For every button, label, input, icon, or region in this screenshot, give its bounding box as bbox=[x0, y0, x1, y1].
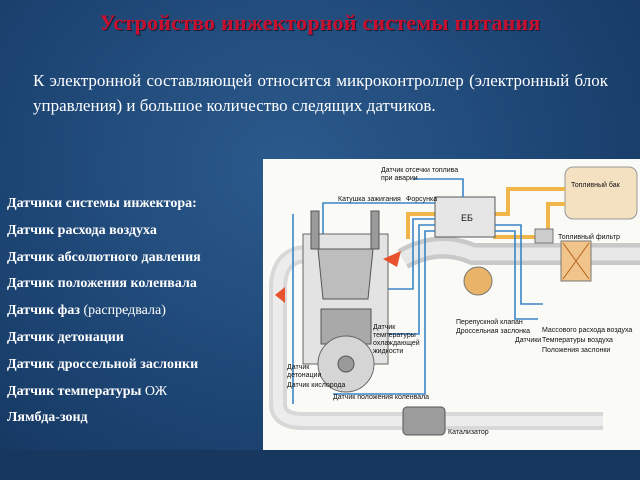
fuel-filter bbox=[534, 228, 554, 244]
sensor-list: Датчики системы инжектора: Датчик расход… bbox=[7, 191, 265, 432]
injector-spray bbox=[383, 251, 401, 267]
intro-paragraph: К электронной составляющей относится мик… bbox=[33, 71, 608, 115]
coolant-temp-label-2: температуры bbox=[373, 332, 416, 339]
air-sensor-label-1: Массового расхода воздуха bbox=[542, 327, 632, 334]
sensors-word-label: Датчики bbox=[515, 337, 541, 344]
oxygen-sensor-label: Датчик кислорода bbox=[287, 382, 345, 389]
throttle-body bbox=[463, 266, 493, 296]
sensor-item-air-flow: Датчик расхода воздуха bbox=[7, 222, 157, 238]
coolant-temp-label-1: Датчик bbox=[373, 324, 396, 331]
fuel-cutoff-label-1: Датчик отсечки топлива bbox=[381, 167, 458, 174]
sensor-item-throttle: Датчик дроссельной заслонки bbox=[7, 356, 199, 372]
ecu-label: ЕБ bbox=[461, 213, 473, 223]
fuel-tank bbox=[564, 166, 638, 220]
catalyst-label: Катализатор bbox=[448, 429, 489, 436]
sensor-item-lambda: Лямбда-зонд bbox=[7, 410, 88, 426]
catalyst bbox=[402, 406, 446, 436]
fuel-line bbox=[488, 187, 565, 216]
sensor-item-phase: Датчик фаз (распредвала) bbox=[7, 303, 166, 319]
coolant-temp-label-3: охлаждающей bbox=[373, 339, 420, 347]
sensor-list-header: Датчики системы инжектора: bbox=[7, 196, 197, 211]
injector-label: Форсунка bbox=[406, 196, 437, 203]
bottom-band bbox=[0, 450, 640, 480]
ecu-block bbox=[434, 196, 496, 238]
fuel-filter-label: Топливный фильтр bbox=[558, 233, 620, 241]
ignition-coil-label: Катушка зажигания bbox=[338, 196, 401, 203]
exhaust-arrow bbox=[275, 287, 285, 303]
fuel-tank-label: Топливный бак bbox=[571, 181, 621, 189]
sensor-item-crankshaft: Датчик положения коленвала bbox=[7, 276, 197, 292]
sensor-item-coolant-temp: Датчик температуры ОЖ bbox=[7, 383, 168, 399]
sensor-wires bbox=[292, 178, 543, 404]
sensor-item-knock: Датчик детонации bbox=[7, 329, 124, 345]
air-sensor-label-2: Температуры воздуха bbox=[542, 337, 613, 344]
bypass-valve-label: Перепускной клапан bbox=[456, 318, 523, 326]
sensor-item-absolute-pressure: Датчик абсолютного давления bbox=[7, 249, 201, 265]
valve bbox=[310, 210, 320, 250]
crank-position-label: Датчик положения коленвала bbox=[333, 394, 429, 401]
injection-system-diagram: Топливный бак Топливный фильтр ЕБ bbox=[263, 159, 640, 450]
knock-sensor-label-2: детонации bbox=[287, 372, 321, 379]
slide-title: Устройство инжекторной системы питания bbox=[99, 10, 541, 35]
fuel-cutoff-label-2: при аварии bbox=[381, 175, 418, 182]
coolant-temp-label-4: жидкости bbox=[373, 348, 403, 355]
knock-sensor-label-1: Датчик bbox=[287, 364, 310, 371]
air-sensor-label-3: Положения заслонки bbox=[542, 347, 610, 354]
throttle-valve-label: Дроссельная заслонка bbox=[456, 328, 530, 335]
